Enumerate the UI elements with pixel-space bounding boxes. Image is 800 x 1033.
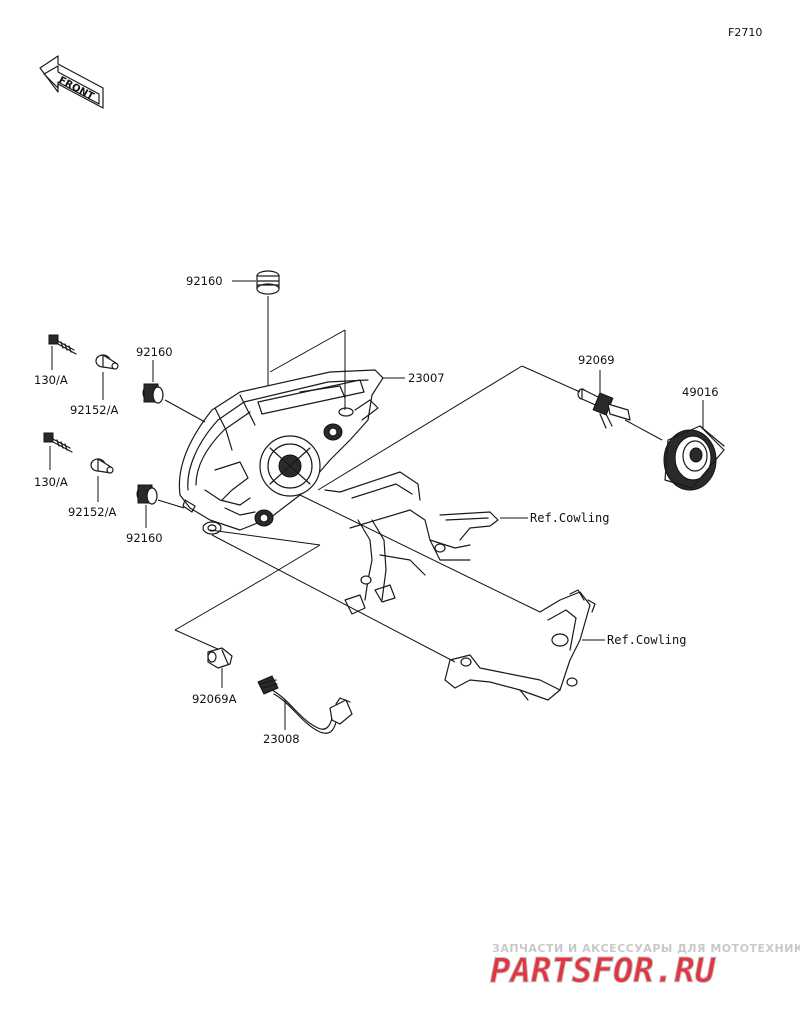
watermark-brand-logo: PARTSFOR.RU — [490, 951, 717, 991]
bulb-position — [207, 647, 233, 669]
diagram-code: F2710 — [728, 26, 762, 39]
bolt-upper — [48, 334, 77, 355]
cap — [663, 425, 725, 491]
label-grommet-top: 92160 — [186, 274, 223, 288]
grommet-upper — [142, 383, 164, 404]
label-cap: 49016 — [682, 385, 719, 399]
label-bulb-main: 92069 — [578, 353, 615, 367]
collar-lower — [90, 458, 114, 474]
label-headlight: 23007 — [408, 371, 445, 385]
label-ref-cowling-1: Ref.Cowling — [530, 511, 609, 525]
headlight-assembly — [178, 369, 384, 535]
socket-harness — [257, 675, 353, 734]
grommet-lower — [136, 484, 158, 505]
lower-bracket — [444, 589, 596, 701]
label-grommet-lower: 92160 — [126, 531, 163, 545]
label-collar-upper: 92152/A — [70, 403, 118, 417]
grommet-top — [256, 270, 280, 295]
label-collar-lower: 92152/A — [68, 505, 116, 519]
collar-upper — [95, 354, 119, 370]
label-grommet-upper: 92160 — [136, 345, 173, 359]
headlight-stay — [324, 471, 499, 615]
label-ref-cowling-2: Ref.Cowling — [607, 633, 686, 647]
label-socket: 23008 — [263, 732, 300, 746]
bolt-lower — [43, 432, 73, 453]
label-bulb-position: 92069A — [192, 692, 237, 706]
front-arrow-icon: FRONT — [39, 55, 104, 109]
label-bolt-upper: 130/A — [34, 373, 68, 387]
watermark-caption: ЗАПЧАСТИ И АКСЕССУАРЫ ДЛЯ МОТОТЕХНИКИ — [492, 942, 800, 955]
label-bolt-lower: 130/A — [34, 475, 68, 489]
bulb-main — [577, 388, 631, 429]
